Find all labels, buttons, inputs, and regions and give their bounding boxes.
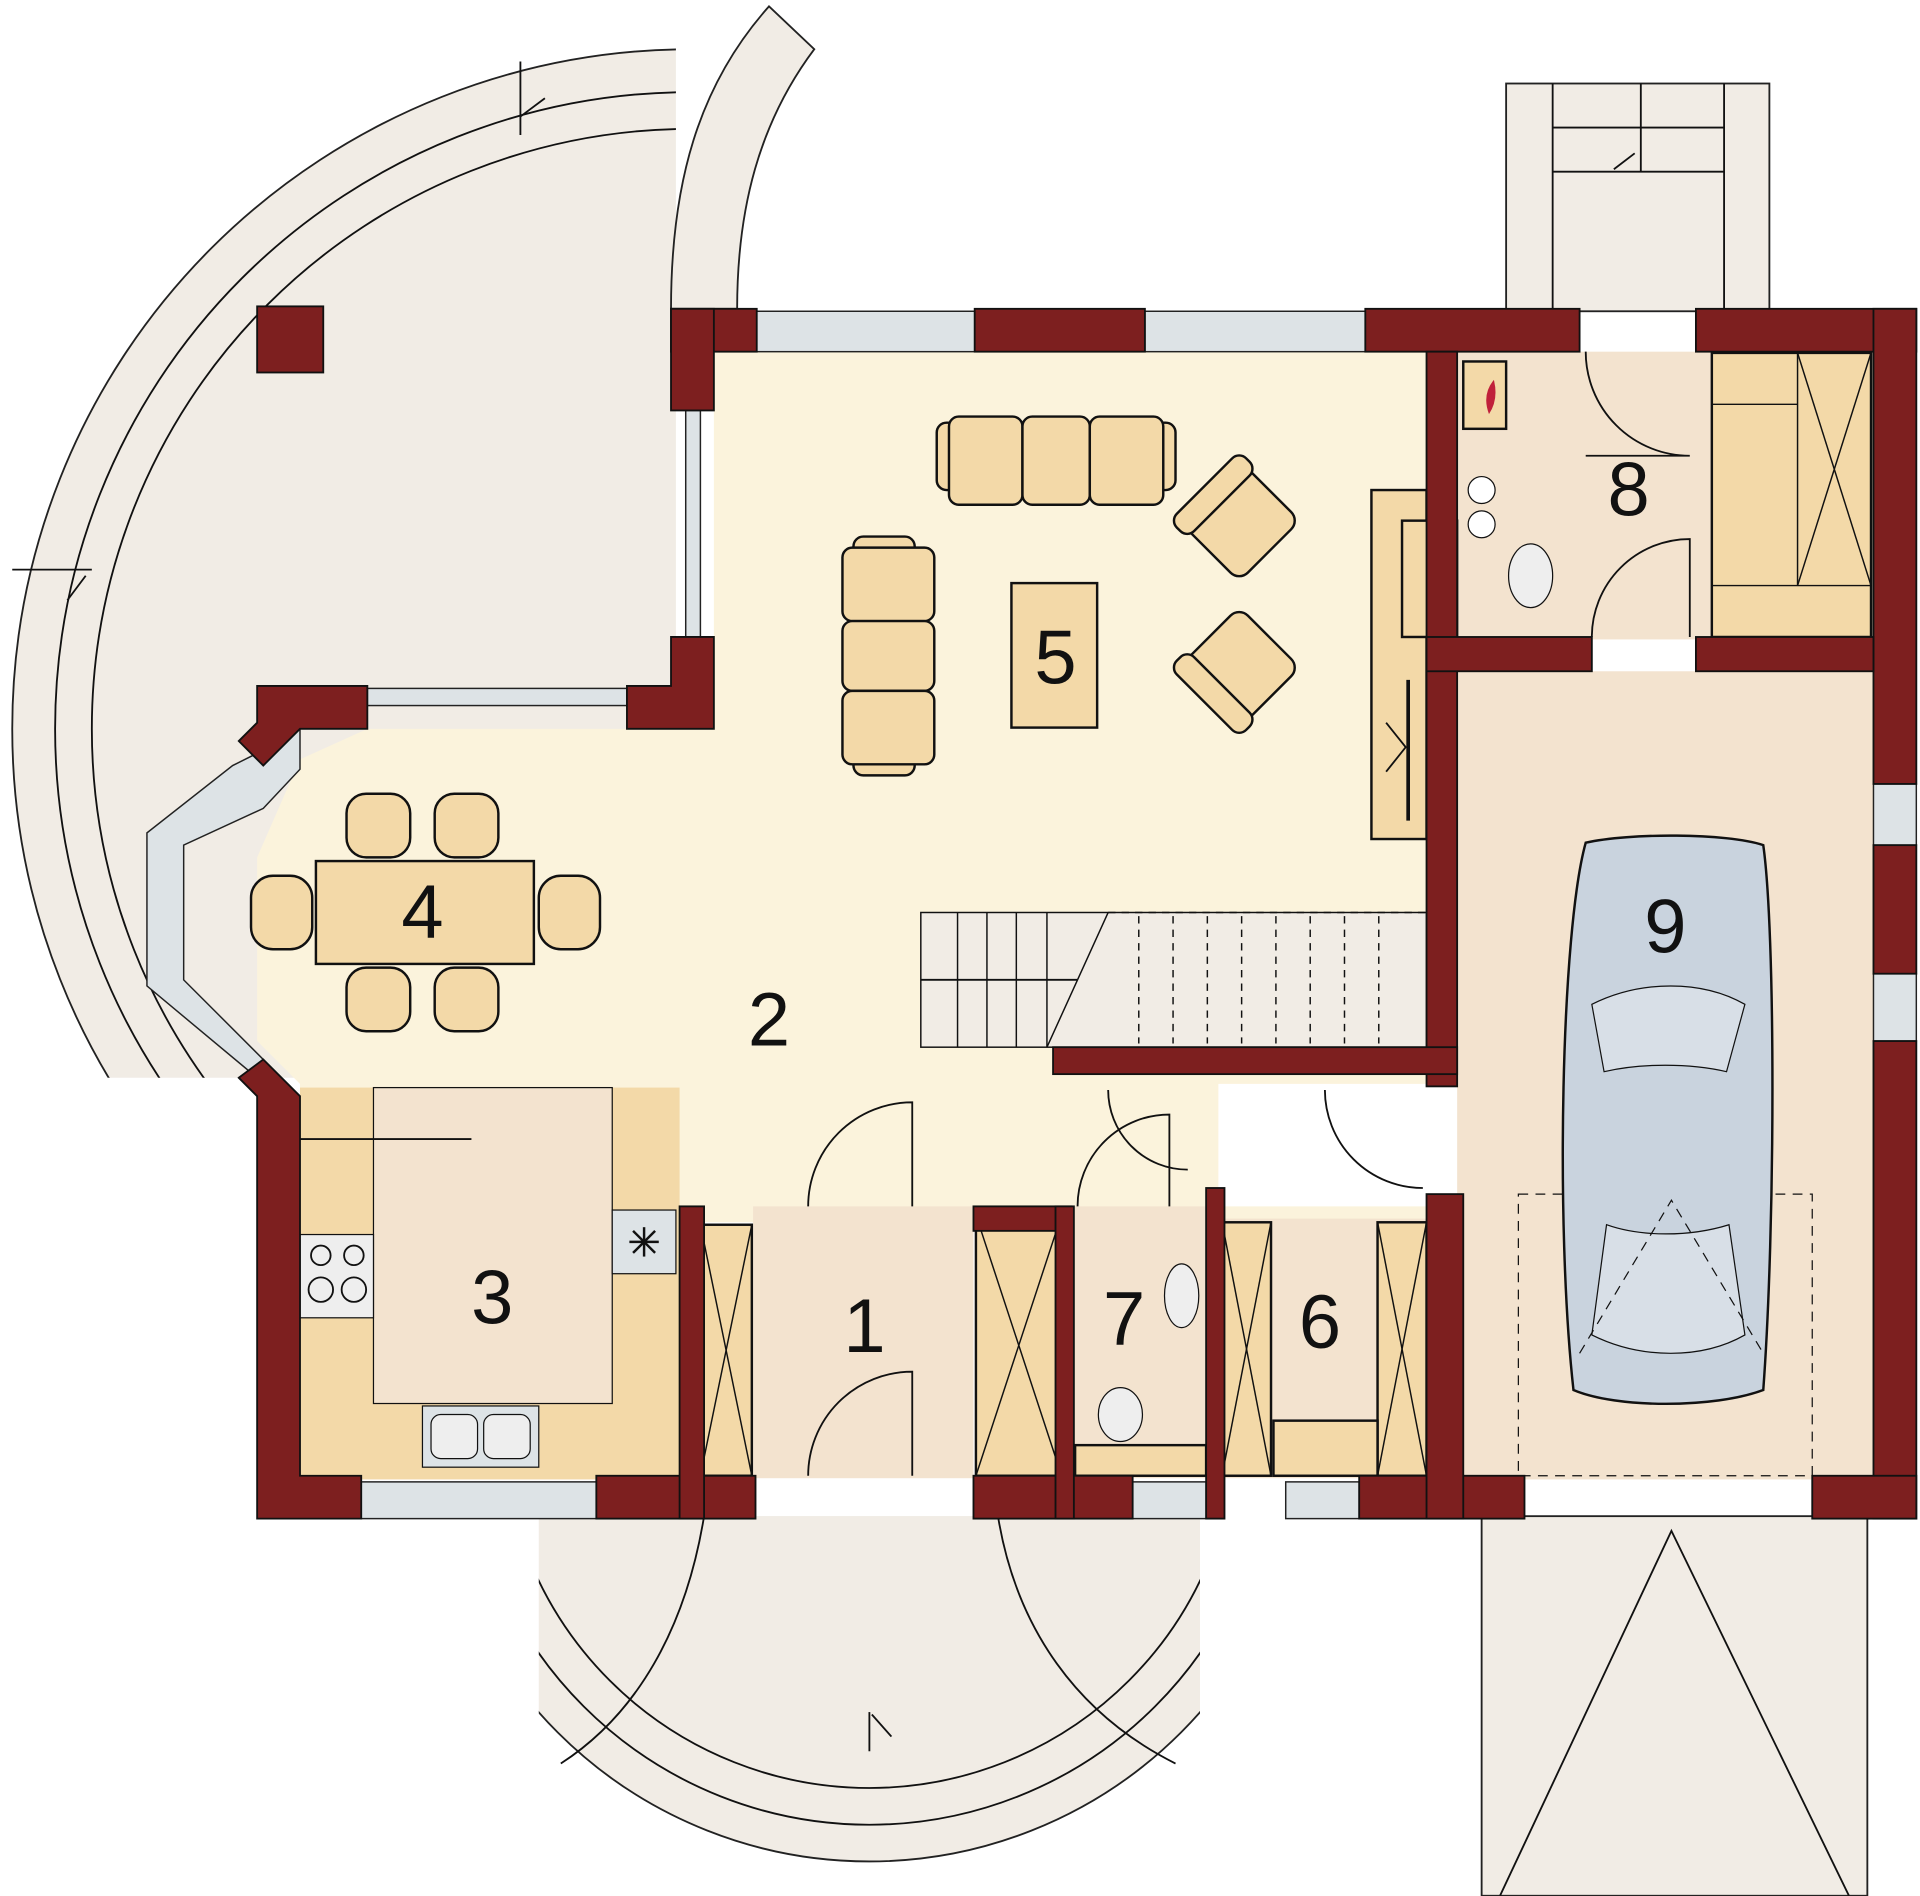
rear-steps — [1505, 82, 1771, 313]
room-label-9: 9 — [1644, 885, 1686, 970]
wardrobe-crosses — [699, 352, 1872, 1476]
staircase — [920, 911, 1428, 1048]
front-steps — [538, 1516, 1200, 1863]
room-label-2: 2 — [748, 978, 790, 1063]
room-label-7: 7 — [1103, 1277, 1145, 1362]
sofa-side — [841, 535, 936, 777]
room-label-4: 4 — [401, 870, 443, 955]
terrace-pillar — [256, 305, 325, 374]
fridge-snowflake-icon — [629, 1227, 659, 1257]
car — [1517, 834, 1813, 1477]
room-label-3: 3 — [471, 1256, 513, 1341]
door-swings — [807, 351, 1691, 1476]
armchair — [1172, 610, 1296, 735]
room-label-1: 1 — [843, 1284, 885, 1369]
room-label-8: 8 — [1607, 448, 1649, 533]
wardrobes — [699, 351, 1873, 1477]
kitchen-fixtures — [299, 1138, 677, 1468]
driveway — [1480, 1515, 1869, 1896]
windows — [146, 310, 1918, 1520]
coffee-table — [1010, 581, 1099, 729]
room-label-6: 6 — [1299, 1280, 1341, 1365]
walls — [237, 307, 1918, 1520]
armchair — [1172, 454, 1296, 578]
room-label-5: 5 — [1034, 615, 1076, 700]
garden-path — [670, 5, 816, 310]
dining-set — [249, 792, 602, 1033]
sofa-three-seat — [935, 415, 1177, 506]
wc-fixtures — [1073, 360, 1554, 1477]
